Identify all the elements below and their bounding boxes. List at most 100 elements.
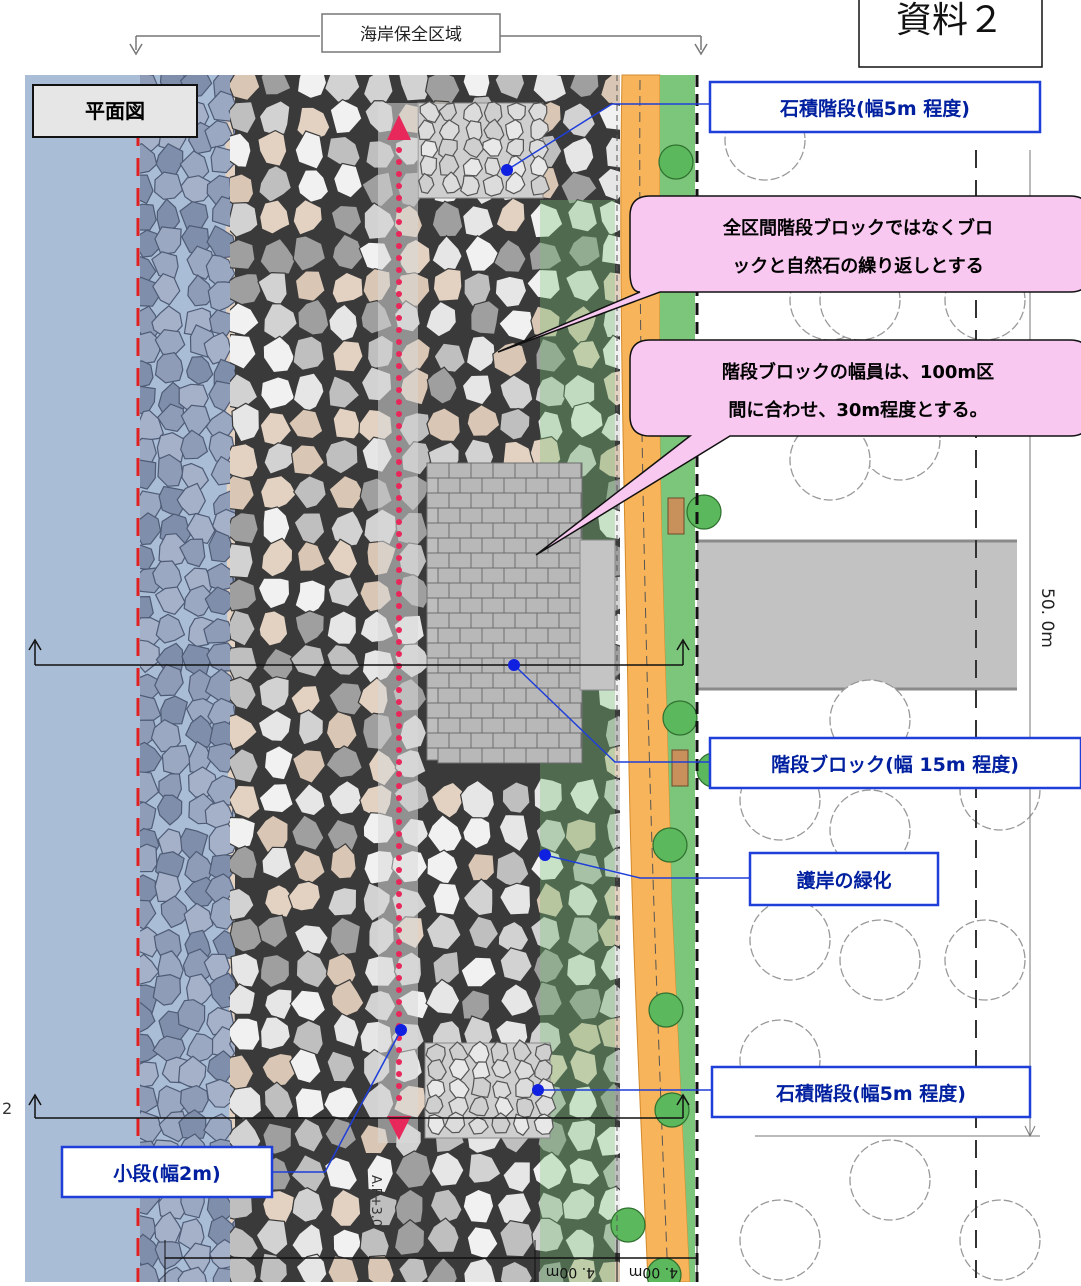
step-block-grid: [426, 462, 583, 764]
riprap-rock: [177, 1266, 207, 1282]
riprap-rock: [154, 1241, 184, 1270]
natural-stone: [230, 443, 259, 480]
walkway-dot: [396, 579, 402, 585]
natural-stone: [529, 202, 564, 239]
stair-stone: [516, 1097, 535, 1119]
step-block-unit: [536, 732, 560, 749]
natural-stone: [293, 1117, 324, 1154]
natural-stone: [596, 917, 620, 948]
natural-stone: [332, 340, 364, 373]
natural-stone: [598, 982, 620, 1021]
walkway-dot: [396, 783, 402, 789]
shrub-icon: [686, 494, 722, 530]
walkway-dot: [396, 219, 402, 225]
natural-stone: [462, 1188, 495, 1224]
riprap-rocks: [140, 75, 255, 1282]
stair-stone: [442, 171, 462, 194]
stair-stone: [427, 1058, 447, 1081]
step-block-unit: [492, 702, 516, 719]
natural-stone: [258, 676, 290, 713]
step-block-unit: [558, 642, 582, 659]
step-block-unit: [470, 672, 494, 689]
step-block-unit: [437, 687, 461, 704]
shrub-icon: [610, 1207, 646, 1243]
walkway-dot: [396, 291, 402, 297]
natural-stone: [604, 136, 620, 169]
natural-stone: [566, 199, 599, 233]
natural-stone: [564, 269, 601, 303]
natural-stone: [231, 402, 261, 443]
natural-stone: [291, 1187, 324, 1223]
natural-stone: [331, 233, 365, 271]
natural-stone: [567, 987, 604, 1021]
natural-stone: [597, 1260, 620, 1282]
walkway-dot: [396, 687, 402, 693]
walkway-dot: [396, 507, 402, 513]
walkway-dot: [396, 939, 402, 945]
natural-stone: [432, 267, 463, 303]
natural-stone: [567, 882, 599, 917]
natural-stone: [531, 1217, 565, 1253]
natural-stone: [260, 537, 294, 578]
step-block-unit: [536, 642, 560, 659]
natural-stone: [561, 1187, 596, 1221]
natural-stone: [292, 335, 325, 371]
step-block-unit: [525, 717, 549, 734]
natural-stone: [292, 235, 327, 272]
bench-icon: [667, 497, 685, 535]
shrub-icon: [654, 1092, 690, 1128]
riprap-rock: [155, 613, 186, 644]
natural-stone: [537, 1260, 565, 1282]
riprap-rock: [140, 174, 154, 205]
step-block-unit: [503, 597, 527, 614]
natural-stone: [526, 268, 561, 301]
natural-stone: [604, 714, 620, 749]
riprap-rock: [154, 226, 182, 255]
natural-stone: [291, 748, 327, 784]
step-block-unit: [448, 552, 472, 569]
step-block-unit: [547, 597, 571, 614]
riprap-rock: [140, 1061, 160, 1088]
step-block-unit: [481, 597, 505, 614]
walkway-dot: [396, 1047, 402, 1053]
walkway-dot: [396, 447, 402, 453]
step-block-unit: [470, 492, 494, 509]
natural-stone: [426, 407, 461, 443]
step-block-unit: [503, 477, 527, 494]
natural-stone: [230, 952, 261, 988]
natural-stone: [528, 241, 563, 271]
natural-stone: [230, 845, 258, 880]
natural-stone: [602, 777, 620, 812]
natural-stone: [327, 576, 360, 608]
natural-stone: [294, 130, 325, 170]
natural-stone: [462, 817, 492, 850]
step-block-unit: [448, 492, 472, 509]
natural-stone: [296, 541, 327, 573]
step-block-unit: [558, 552, 582, 569]
natural-stone: [259, 474, 298, 510]
natural-stone: [259, 237, 297, 275]
step-block-unit: [558, 582, 582, 599]
step-block-unit: [470, 582, 494, 599]
natural-stone: [323, 75, 361, 103]
natural-stone: [326, 610, 358, 646]
natural-stone: [425, 300, 458, 338]
step-block-unit: [437, 537, 461, 554]
walkway-dot: [396, 543, 402, 549]
walkway-dot: [396, 987, 402, 993]
natural-stone: [331, 271, 364, 304]
step-block-unit: [492, 732, 516, 749]
natural-stone: [258, 610, 289, 647]
step-block-unit: [547, 567, 571, 584]
step-block-unit: [481, 567, 505, 584]
natural-stone: [601, 1156, 620, 1195]
step-block-unit: [459, 567, 483, 584]
stair-stone: [505, 171, 526, 195]
walkway-dot: [396, 879, 402, 885]
natural-stone: [499, 982, 535, 1018]
step-block-unit: [459, 537, 483, 554]
step-block-unit: [470, 552, 494, 569]
step-block-unit: [426, 672, 450, 689]
walkway-dot: [396, 831, 402, 837]
natural-stone: [323, 1156, 359, 1192]
